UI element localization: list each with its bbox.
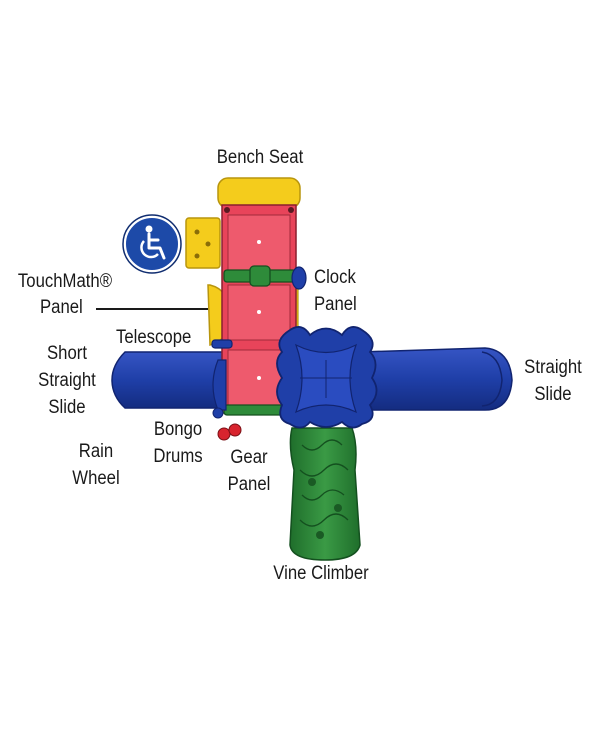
label-telescope: Telescope [116, 326, 213, 349]
rain-wheel-text-line2: Wheel [72, 468, 120, 489]
bongo-drums-shape [217, 423, 242, 441]
bongo-text-line2: Drums [153, 446, 203, 467]
bench-seat-shape [217, 177, 301, 209]
rain-wheel-shape [212, 359, 227, 419]
label-bench-seat: Bench Seat [211, 146, 310, 169]
label-vine-climber: Vine Climber [264, 562, 378, 585]
short-slide-text-line2: Straight [38, 370, 96, 391]
label-gear-panel: Gear Panel [218, 446, 280, 496]
bench-seat-text: Bench Seat [216, 147, 304, 168]
telescope-text: Telescope [116, 327, 192, 348]
short-slide-text-line3: Slide [48, 397, 86, 418]
label-bongo-drums: Bongo Drums [145, 418, 212, 468]
bongo-text-line1: Bongo [153, 419, 203, 440]
label-straight-slide: Straight Slide [513, 356, 592, 406]
straight-slide-shape [359, 347, 513, 411]
clock-panel-shape [291, 266, 307, 290]
vine-climber-text: Vine Climber [273, 563, 369, 584]
label-short-straight-slide: Short Straight Slide [27, 342, 106, 419]
wheelchair-icon [122, 214, 182, 274]
gear-text-line1: Gear [230, 447, 268, 468]
label-rain-wheel: Rain Wheel [61, 440, 131, 490]
touchmath-text-line2: Panel [40, 297, 83, 318]
gear-text-line2: Panel [227, 474, 271, 495]
short-straight-slide-shape [111, 351, 226, 409]
telescope-shape [211, 339, 233, 349]
rain-wheel-text-line1: Rain [78, 441, 114, 462]
clock-text-line2: Panel [314, 294, 357, 315]
touchmath-text-line1: TouchMath® [17, 271, 113, 292]
label-touchmath-panel: TouchMath® [8, 270, 122, 293]
clock-text-line1: Clock [314, 267, 356, 288]
straight-slide-text-line1: Straight [524, 357, 582, 378]
straight-slide-text-line2: Slide [534, 384, 572, 405]
vine-climber-shape [289, 427, 361, 561]
label-clock-panel: Clock Panel [314, 266, 384, 316]
touchmath-leader-line [96, 308, 208, 310]
deck-platform-shape [276, 326, 378, 429]
short-slide-text-line1: Short [47, 343, 87, 364]
label-touchmath-panel-line2: Panel [40, 296, 93, 319]
